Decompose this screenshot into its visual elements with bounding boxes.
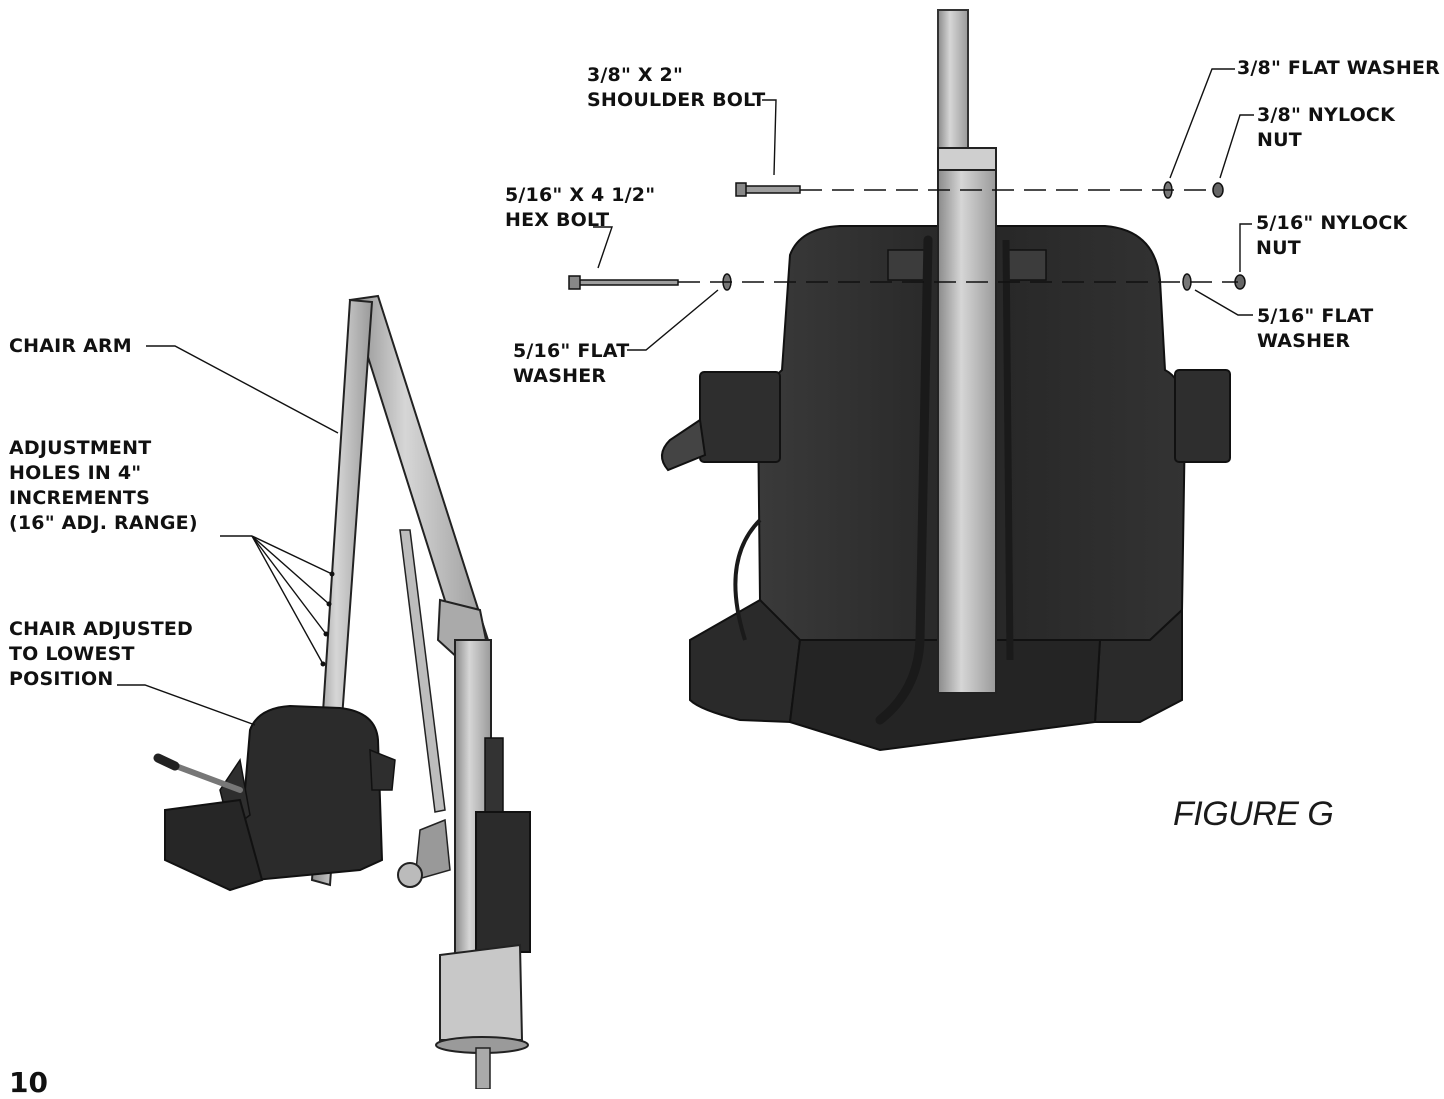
label-adjustment-holes-line4: (16" ADJ. RANGE) bbox=[9, 512, 198, 534]
leader-hex-bolt bbox=[593, 226, 613, 269]
mast-upper bbox=[937, 9, 969, 151]
small-seat-base bbox=[164, 798, 264, 892]
column-base-cover bbox=[439, 943, 524, 1041]
small-seat-handle-grip bbox=[153, 753, 180, 771]
seat-strap bbox=[733, 518, 762, 641]
leader-chair-adjusted bbox=[117, 684, 256, 726]
label-shoulder-bolt-line1: 3/8" X 2" bbox=[587, 64, 684, 86]
shoulder-bolt bbox=[735, 182, 801, 197]
label-hex-bolt: 5/16" X 4 1/2" HEX BOLT bbox=[505, 183, 655, 233]
leader-flat-washer-516-left bbox=[627, 289, 719, 351]
small-seat-armrest bbox=[369, 748, 396, 791]
seat-bottom bbox=[788, 639, 1102, 752]
label-adjustment-holes: ADJUSTMENT HOLES IN 4" INCREMENTS (16" A… bbox=[9, 436, 198, 536]
boom-arm bbox=[348, 294, 490, 650]
label-adjustment-holes-line3: INCREMENTS bbox=[9, 487, 150, 509]
leader-nylock-38 bbox=[1219, 114, 1254, 179]
chair-mast bbox=[937, 147, 997, 694]
label-nylock-516-line2: NUT bbox=[1256, 237, 1301, 259]
label-chair-arm: CHAIR ARM bbox=[9, 334, 132, 359]
seat-left-pad bbox=[689, 598, 802, 724]
leader-adj-4 bbox=[251, 535, 324, 665]
lift-overview bbox=[153, 294, 531, 1089]
label-hex-bolt-line1: 5/16" X 4 1/2" bbox=[505, 184, 656, 206]
leader-flat-washer-38 bbox=[1169, 68, 1235, 179]
label-adjustment-holes-line2: HOLES IN 4" bbox=[9, 462, 142, 484]
flat-washer-516-right bbox=[1182, 273, 1192, 291]
label-adjustment-holes-line1: ADJUSTMENT bbox=[9, 437, 152, 459]
nylock-nut-38 bbox=[1212, 182, 1224, 198]
label-chair-adjusted-line3: POSITION bbox=[9, 668, 114, 690]
leader-shoulder-bolt bbox=[762, 99, 777, 176]
label-nylock-38: 3/8" NYLOCK NUT bbox=[1257, 103, 1395, 153]
mount-knob bbox=[397, 862, 423, 888]
small-seat-back bbox=[238, 704, 384, 882]
seat-assembly-exploded bbox=[568, 9, 1246, 752]
battery-housing bbox=[475, 811, 531, 953]
bracket-plate-left bbox=[887, 249, 927, 281]
actuator-mount bbox=[414, 818, 451, 882]
label-nylock-516: 5/16" NYLOCK NUT bbox=[1256, 211, 1407, 261]
label-shoulder-bolt: 3/8" X 2" SHOULDER BOLT bbox=[587, 63, 765, 113]
mast-collar bbox=[937, 147, 997, 171]
base-post bbox=[475, 1047, 491, 1089]
left-armrest-block bbox=[699, 371, 781, 463]
label-nylock-516-line1: 5/16" NYLOCK bbox=[1256, 212, 1408, 234]
right-rail bbox=[1002, 239, 1014, 661]
leader-flat-washer-516-right bbox=[1194, 289, 1253, 316]
label-flat-washer-516-left: 5/16" FLAT WASHER bbox=[513, 339, 629, 389]
label-shoulder-bolt-line2: SHOULDER BOLT bbox=[587, 89, 766, 111]
label-chair-adjusted: CHAIR ADJUSTED TO LOWEST POSITION bbox=[9, 617, 193, 692]
label-flat-washer-38-line1: 3/8" FLAT WASHER bbox=[1237, 57, 1440, 79]
actuator-rod bbox=[399, 529, 446, 813]
bracket-plate-right bbox=[1007, 249, 1047, 281]
label-chair-adjusted-line1: CHAIR ADJUSTED bbox=[9, 618, 194, 640]
label-nylock-38-line2: NUT bbox=[1257, 129, 1302, 151]
leader-adj-2 bbox=[251, 535, 330, 605]
leader-adj-3 bbox=[251, 535, 327, 635]
label-flat-washer-516-right-line1: 5/16" FLAT bbox=[1257, 305, 1374, 327]
label-flat-washer-516-right: 5/16" FLAT WASHER bbox=[1257, 304, 1373, 354]
control-box bbox=[484, 737, 504, 819]
seat-handle bbox=[661, 418, 707, 472]
label-flat-washer-516-left-line1: 5/16" FLAT bbox=[513, 340, 630, 362]
figure-title: FIGURE G bbox=[1173, 795, 1334, 833]
left-rail bbox=[875, 235, 933, 725]
leader-chair-arm bbox=[146, 345, 339, 434]
hex-bolt bbox=[568, 275, 679, 290]
label-hex-bolt-line2: HEX BOLT bbox=[505, 209, 610, 231]
label-flat-washer-38: 3/8" FLAT WASHER bbox=[1237, 56, 1440, 81]
leader-adj-1 bbox=[251, 535, 333, 575]
label-flat-washer-516-left-line2: WASHER bbox=[513, 365, 607, 387]
page-number: 10 bbox=[9, 1066, 48, 1099]
label-flat-washer-516-right-line2: WASHER bbox=[1257, 330, 1351, 352]
label-nylock-38-line1: 3/8" NYLOCK bbox=[1257, 104, 1396, 126]
label-chair-adjusted-line2: TO LOWEST bbox=[9, 643, 135, 665]
right-armrest-block bbox=[1174, 369, 1231, 463]
label-chair-arm-line1: CHAIR ARM bbox=[9, 335, 132, 357]
leader-nylock-516 bbox=[1239, 223, 1252, 272]
leader-lines bbox=[117, 68, 1254, 726]
